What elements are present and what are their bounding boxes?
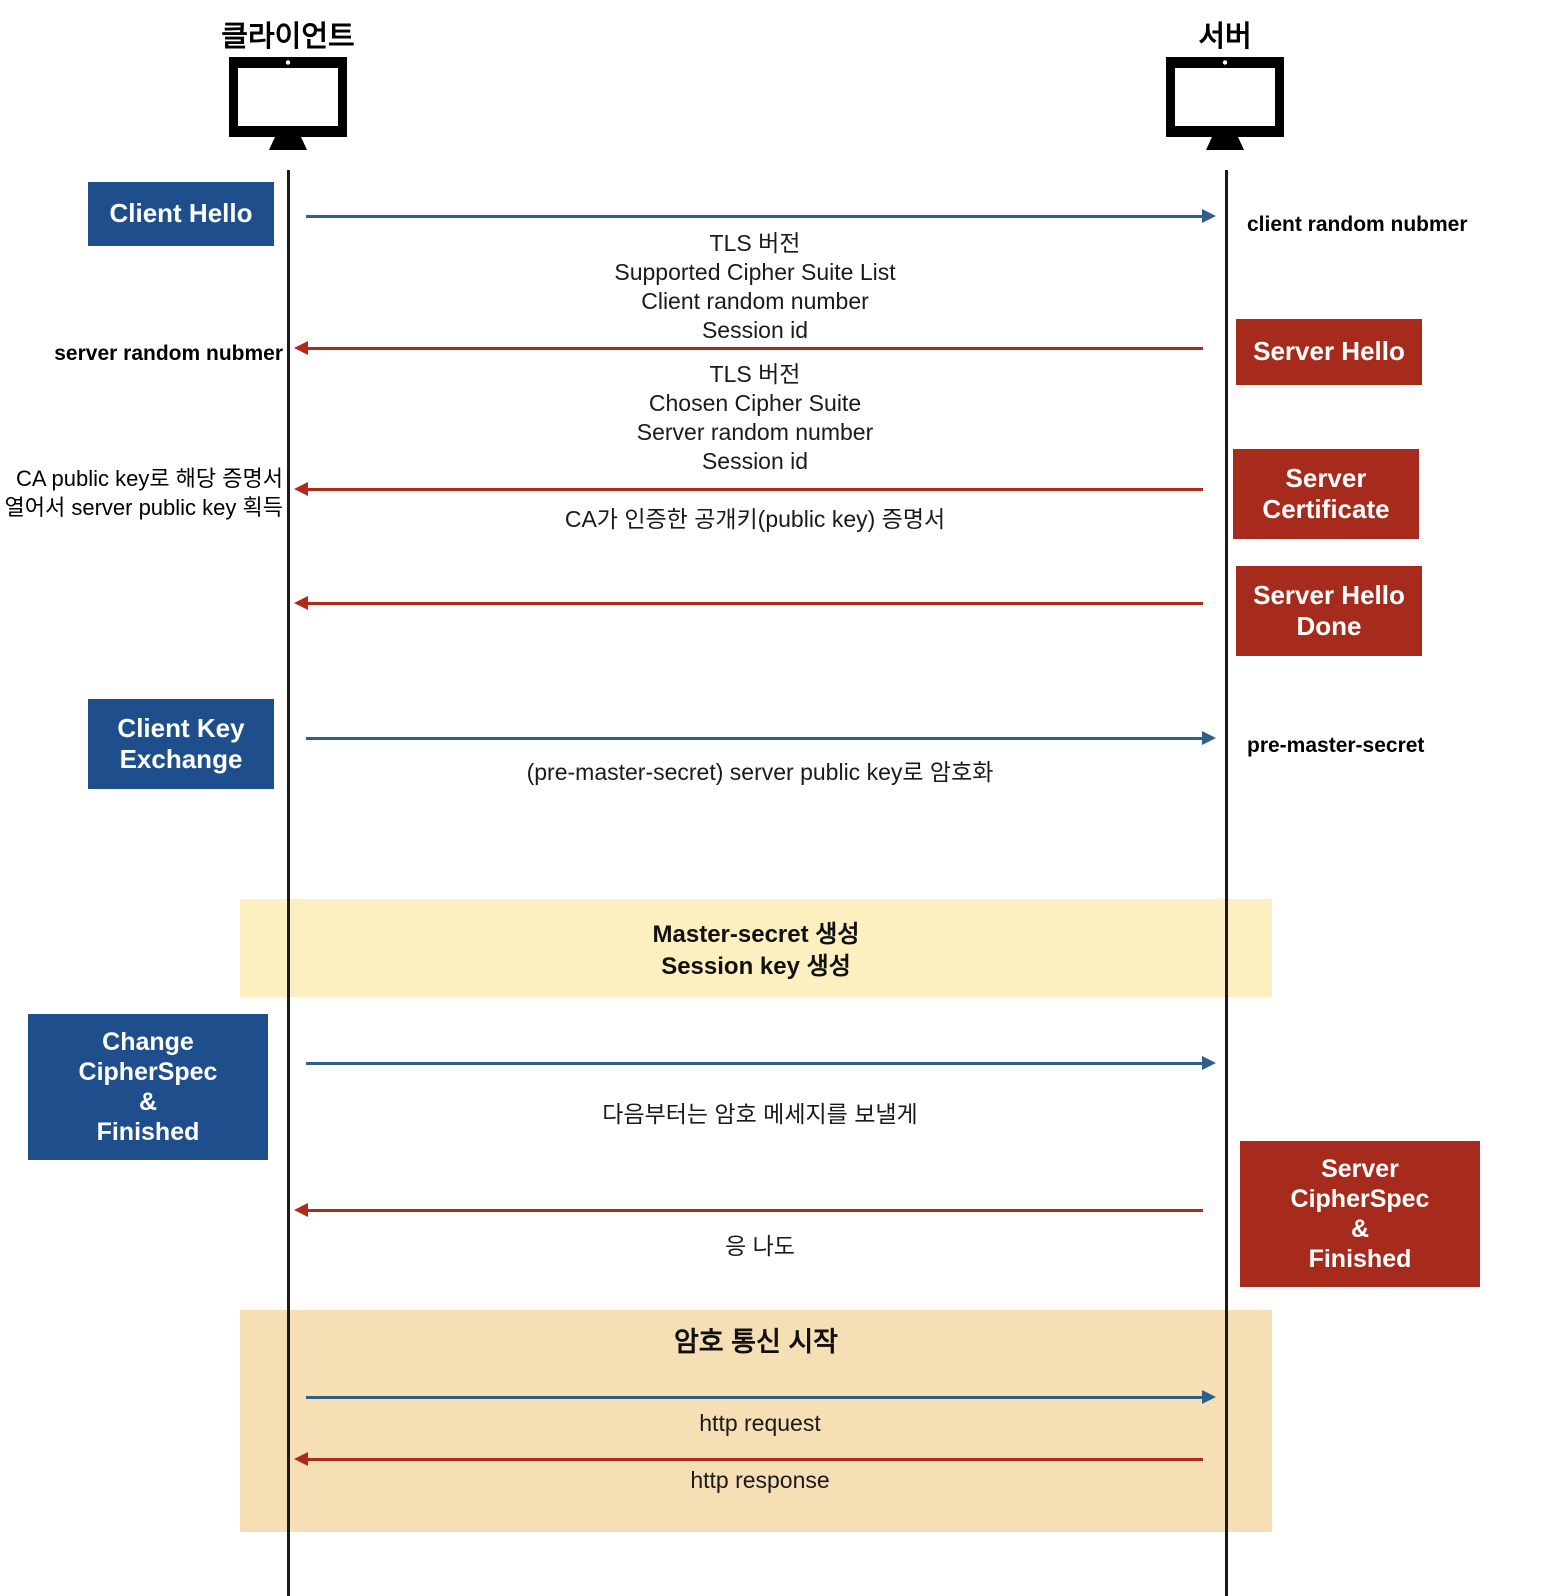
key-generation-band (240, 899, 1272, 997)
step-box-server-cipherspec[interactable]: Server CipherSpec & Finished (1240, 1141, 1480, 1287)
server-lifeline (1225, 170, 1228, 1596)
arrow-head-icon (294, 1203, 308, 1217)
arrow-head-icon (1202, 1056, 1216, 1070)
arrow-server-cipherspec (294, 1203, 1203, 1217)
arrow-server-hello-done (294, 596, 1203, 610)
caption-client-hello: TLS 버전 Supported Cipher Suite List Clien… (614, 230, 896, 343)
arrow-head-icon (1202, 209, 1216, 223)
step-label: Client Hello (109, 198, 253, 229)
step-label: Server Hello Done (1253, 579, 1405, 641)
arrow-server-hello (294, 341, 1203, 355)
server-desktop-monitor-icon (1162, 55, 1288, 156)
step-box-client-key-exchange[interactable]: Client Key Exchange (88, 699, 274, 789)
label-key-generation: Master-secret 생성 Session key 생성 (652, 921, 860, 980)
server-actor-title: 서버 (1198, 21, 1252, 53)
note-ca-public-key: CA public key로 해당 증명서 열어서 server public … (4, 466, 284, 520)
note-server-random-number: server random nubmer (54, 342, 283, 365)
arrow-http-request (306, 1390, 1216, 1404)
step-label: Client Key Exchange (117, 712, 245, 774)
arrow-head-icon (1202, 731, 1216, 745)
client-actor-title: 클라이언트 (221, 21, 355, 53)
caption-change-cipherspec: 다음부터는 암호 메세지를 보낼게 (602, 1101, 918, 1127)
step-label: Server Hello (1253, 336, 1405, 367)
step-label: Change CipherSpec & Finished (78, 1028, 218, 1146)
arrow-http-response (294, 1452, 1203, 1466)
arrow-head-icon (1202, 1390, 1216, 1404)
caption-client-key-exchange: (pre-master-secret) server public key로 암… (526, 759, 994, 785)
note-client-random-number: client random nubmer (1247, 213, 1468, 236)
caption-server-certificate: CA가 인증한 공개키(public key) 증명서 (564, 506, 946, 532)
arrow-change-cipherspec (306, 1056, 1216, 1070)
caption-server-cipherspec: 응 나도 (725, 1233, 795, 1259)
step-box-server-hello[interactable]: Server Hello (1236, 319, 1422, 385)
arrow-server-certificate (294, 482, 1203, 496)
step-box-client-hello[interactable]: Client Hello (88, 182, 274, 246)
arrow-head-icon (294, 341, 308, 355)
caption-server-hello: TLS 버전 Chosen Cipher Suite Server random… (636, 361, 874, 474)
client-desktop-monitor-icon (225, 55, 351, 156)
step-box-change-cipherspec[interactable]: Change CipherSpec & Finished (28, 1014, 268, 1160)
arrow-head-icon (294, 1452, 308, 1466)
note-pre-master-secret: pre-master-secret (1247, 734, 1425, 757)
caption-http-request: http request (699, 1410, 821, 1436)
encrypted-communication-band (240, 1310, 1272, 1532)
arrow-head-icon (294, 596, 308, 610)
client-lifeline (287, 170, 290, 1596)
step-box-server-certificate[interactable]: Server Certificate (1233, 449, 1419, 539)
arrow-head-icon (294, 482, 308, 496)
label-encrypted-communication: 암호 통신 시작 (673, 1327, 839, 1357)
caption-http-response: http response (690, 1467, 830, 1493)
arrow-client-key-exchange (306, 731, 1216, 745)
step-label: Server CipherSpec & Finished (1290, 1155, 1430, 1273)
step-label: Server Certificate (1262, 462, 1390, 524)
arrow-client-hello (306, 209, 1216, 223)
step-box-server-hello-done[interactable]: Server Hello Done (1236, 566, 1422, 656)
